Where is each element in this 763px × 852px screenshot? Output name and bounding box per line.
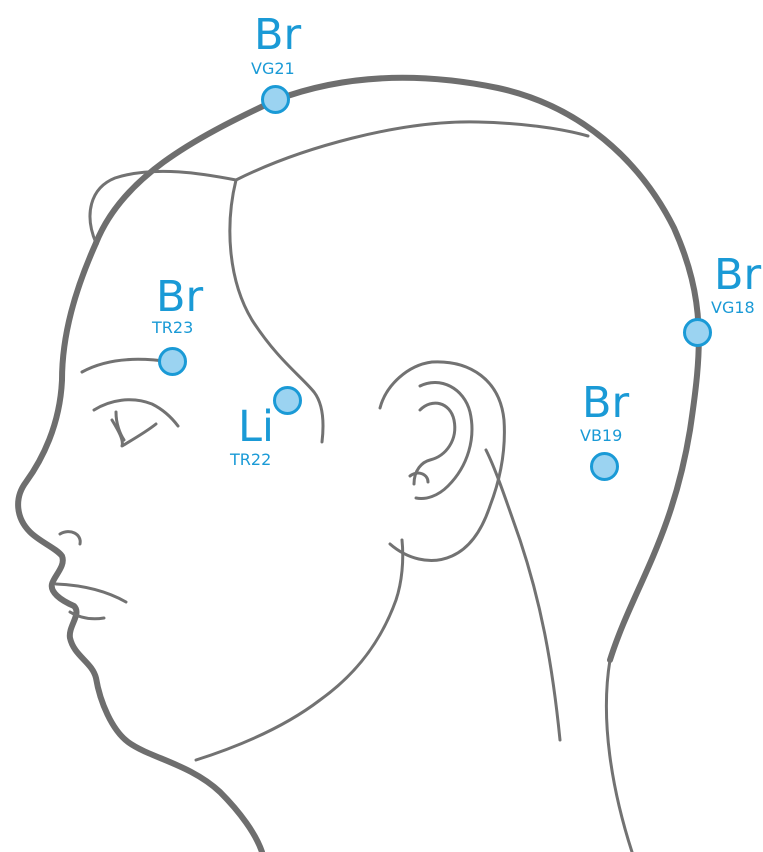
acupoint-tr23-marker [158,347,187,376]
ear-inner-helix [416,382,472,498]
acupoint-vb19-code: VB19 [580,428,622,444]
acupoint-tr22-code: TR22 [230,452,271,468]
forehead-hair-outline [90,171,236,243]
eyebrow [82,359,170,372]
acupoint-vg21-marker [261,85,290,114]
acupoint-tr22-system: Li [238,406,274,449]
acupoint-vg18-system: Br [714,254,761,297]
acupoint-vg21-code: VG21 [251,61,295,77]
acupoint-tr22-marker [273,386,302,415]
face-profile-outline [18,243,262,852]
eye-iris [116,412,124,440]
acupoint-vb19-system: Br [582,382,629,425]
acupoint-vb19-marker [590,452,619,481]
acupoint-tr23-system: Br [156,276,203,319]
neck-back-outline [606,660,632,852]
nostril-line [60,532,80,544]
acupoint-tr23-code: TR23 [152,320,193,336]
acupoint-vg21-system: Br [254,14,301,57]
neck-front-line [486,450,560,740]
hair-sweep-line [236,122,588,180]
skull-outline [96,78,699,660]
acupoint-vg18-marker [683,318,712,347]
acupoint-vg18-code: VG18 [711,300,755,316]
ear-outer-rim [380,362,504,561]
jaw-line [196,540,403,760]
eye-upper-lid [94,400,178,426]
